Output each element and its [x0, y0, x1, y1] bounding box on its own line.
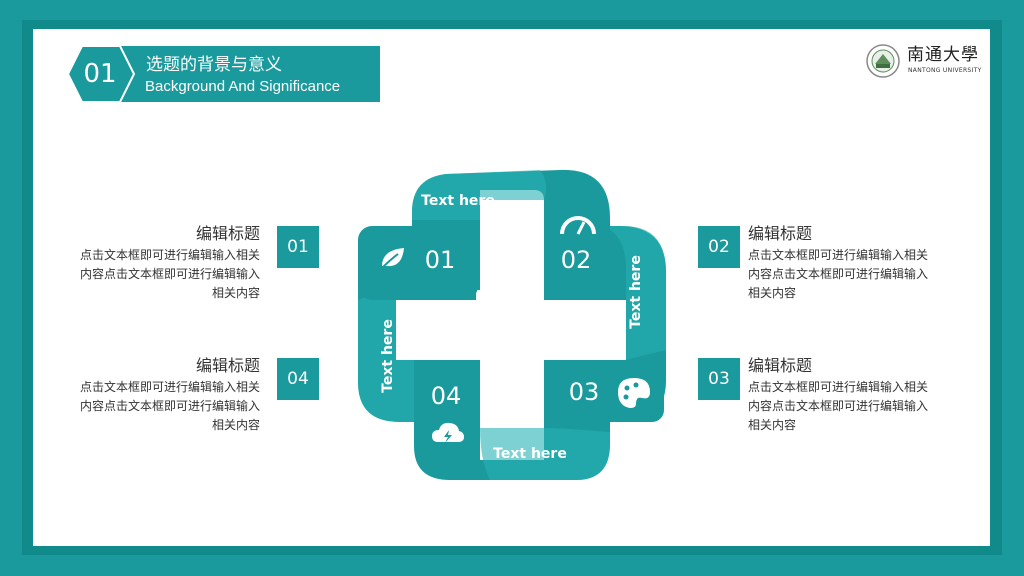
item-number-box: 03: [698, 358, 740, 400]
item-body: 点击文本框即可进行编辑输入相关内容点击文本框即可进行编辑输入相关内容: [80, 380, 261, 432]
header-number-hexagon: [68, 46, 136, 102]
item-number-box: 02: [698, 226, 740, 268]
header-number: 01: [83, 59, 117, 89]
item-body: 点击文本框即可进行编辑输入相关内容点击文本框即可进行编辑输入相关内容: [80, 248, 261, 300]
cross-diagram: 01 02 03 04 Text here Text here Text her…: [358, 169, 666, 480]
item-title: 编辑标题: [195, 356, 260, 375]
logo-name-cn: 南通大學: [907, 45, 979, 65]
label-right: Text here: [628, 255, 644, 329]
header-subtitle: Background And Significance: [145, 78, 341, 95]
item-body: 点击文本框即可进行编辑输入相关内容点击文本框即可进行编辑输入相关内容: [748, 380, 929, 432]
segment-02-block: [544, 226, 610, 300]
palette-icon: [618, 378, 650, 408]
label-top: Text here: [421, 193, 495, 209]
segment-number-04: 04: [431, 382, 462, 410]
logo-name-en: NANTONG UNIVERSITY: [908, 67, 982, 74]
header-title: 选题的背景与意义: [146, 55, 282, 75]
item-title: 编辑标题: [748, 356, 813, 375]
label-left: Text here: [380, 319, 396, 393]
label-bottom: Text here: [493, 446, 567, 462]
item-title: 编辑标题: [748, 224, 813, 243]
segment-01-block: [358, 226, 478, 300]
university-logo: 南通大學 NANTONG UNIVERSITY: [866, 44, 982, 80]
header-bar: [118, 46, 380, 102]
university-seal-icon: [866, 44, 900, 78]
leaf-icon: [379, 248, 404, 271]
speedometer-icon: [560, 216, 596, 235]
item-body: 点击文本框即可进行编辑输入相关内容点击文本框即可进行编辑输入相关内容: [748, 248, 929, 300]
segment-number-01: 01: [425, 246, 456, 274]
item-number-box: 01: [277, 226, 319, 268]
segment-04-block: [414, 360, 480, 428]
item-title: 编辑标题: [195, 224, 260, 243]
cloud-lightning-icon: [432, 422, 464, 443]
segment-number-03: 03: [569, 378, 600, 406]
item-number-box: 04: [277, 358, 319, 400]
segment-number-02: 02: [561, 246, 592, 274]
